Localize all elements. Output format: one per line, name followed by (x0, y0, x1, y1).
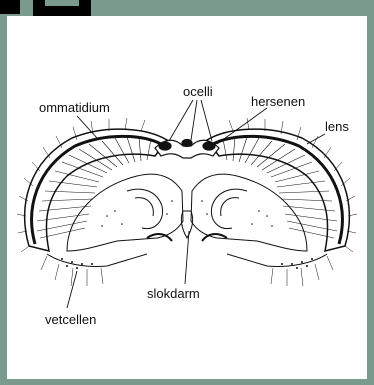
leader-ocelli-mid (191, 100, 197, 140)
label-slokdarm: slokdarm (147, 286, 200, 301)
label-ommatidium: ommatidium (39, 100, 110, 115)
corner-frame-fragment (0, 0, 92, 16)
left-compound-eye (17, 118, 167, 252)
leader-hersenen (217, 108, 267, 144)
leader-ocelli-right (201, 100, 212, 141)
label-ocelli: ocelli (183, 84, 213, 99)
brain-lobes (67, 174, 307, 251)
label-vetcellen: vetcellen (45, 312, 96, 327)
label-hersenen: hersenen (251, 94, 305, 109)
insect-head-cross-section-diagram: ocelli hersenen ommatidium lens slokdarm… (7, 16, 367, 379)
diagram-panel: ocelli hersenen ommatidium lens slokdarm… (7, 16, 367, 379)
right-compound-eye (207, 118, 357, 252)
leader-ocelli-left (169, 100, 193, 141)
leader-lens (307, 134, 325, 144)
label-lens: lens (325, 119, 349, 134)
ocelli-structure (155, 140, 219, 159)
oesophagus (147, 211, 227, 241)
